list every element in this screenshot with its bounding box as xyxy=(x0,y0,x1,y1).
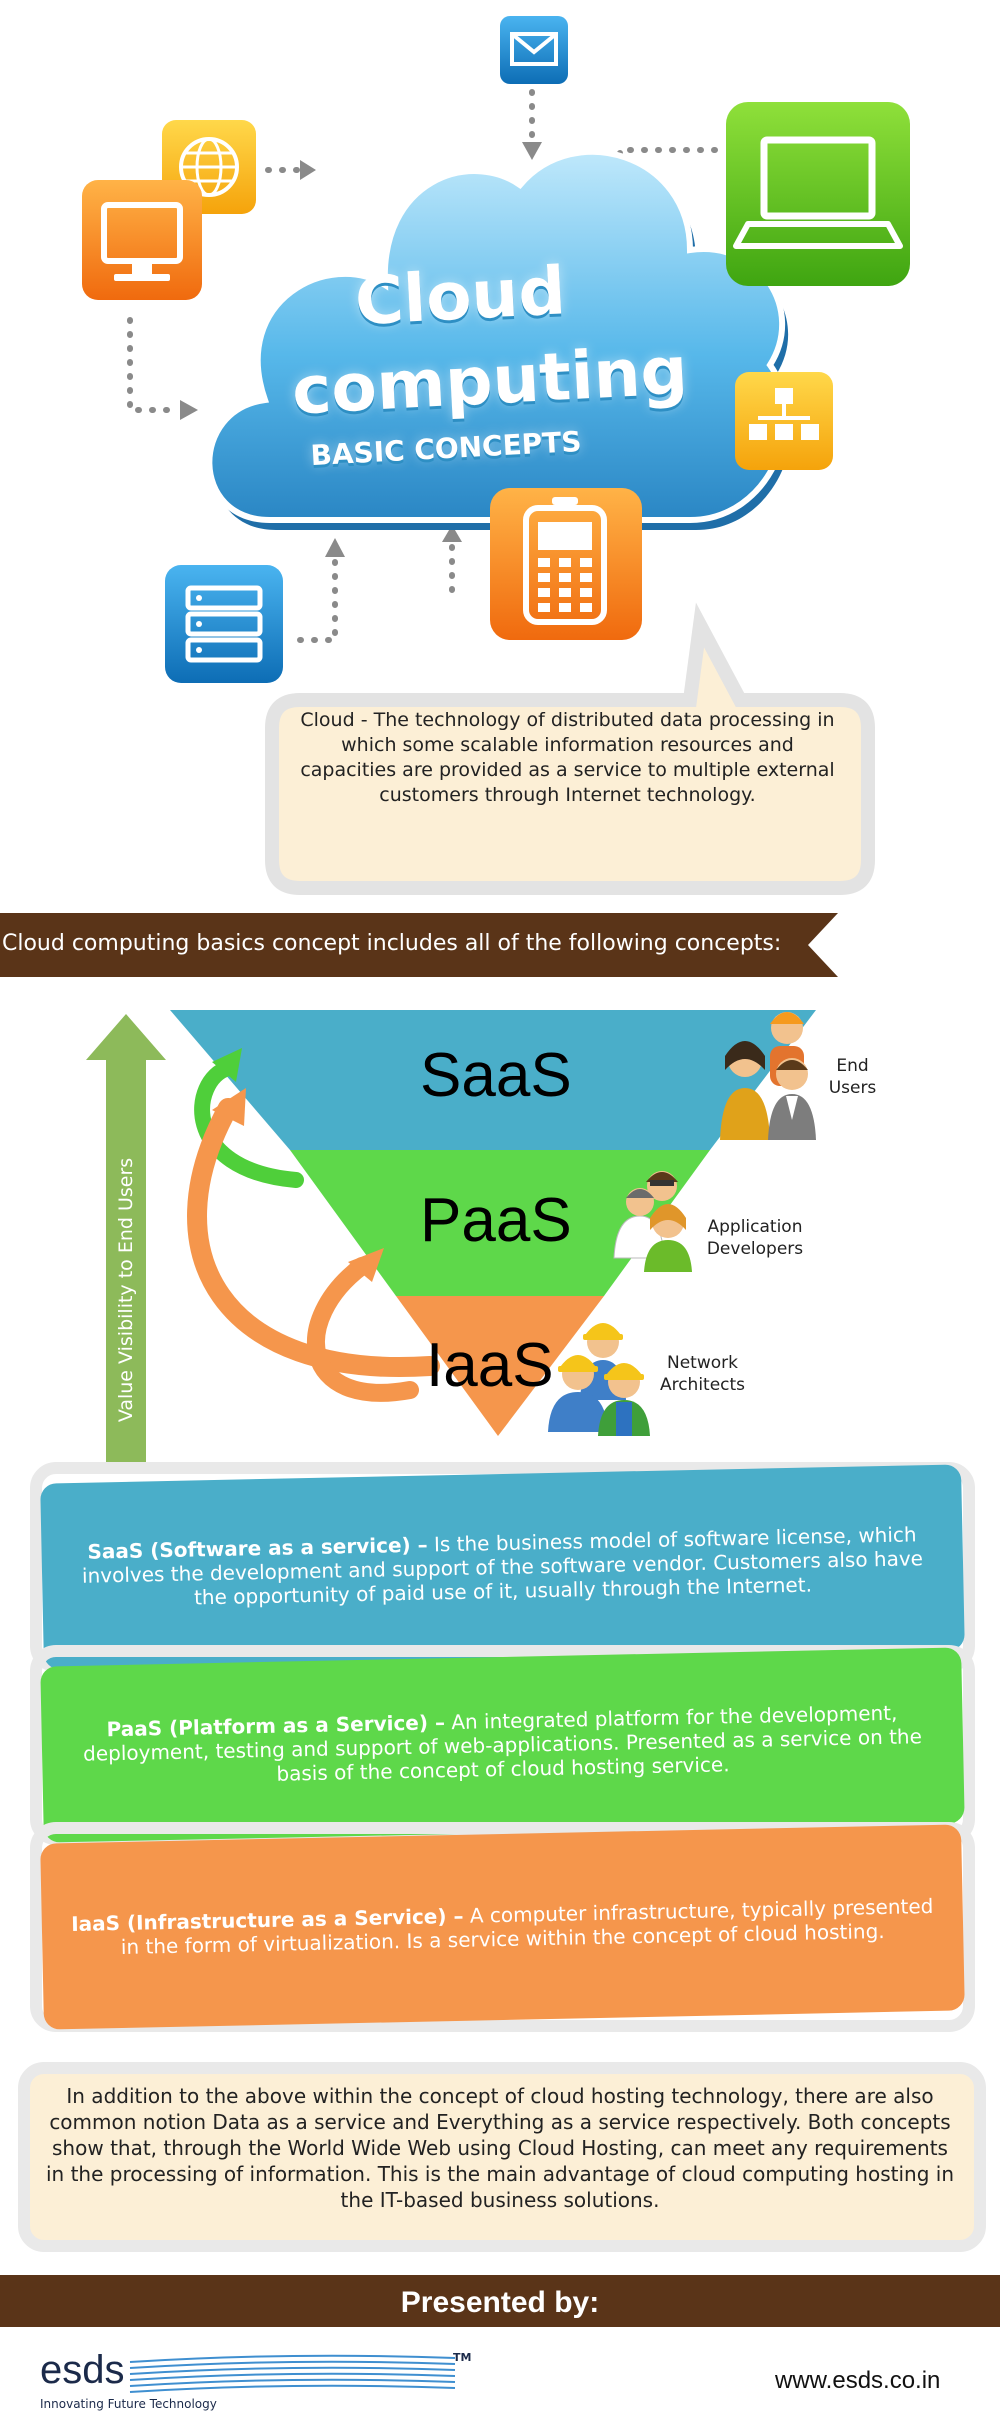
iaas-definition-panel: IaaS (Infrastructure as a Service) – A c… xyxy=(40,1824,965,2030)
presented-by-text: Presented by: xyxy=(400,2286,600,2319)
value-visibility-arrow xyxy=(86,1014,166,1470)
saas-definition-panel: SaaS (Software as a service) – Is the bu… xyxy=(40,1464,965,1670)
end-users-label: End Users xyxy=(820,1055,885,1099)
presented-by-bar xyxy=(0,2275,1000,2327)
network-architects-label: Network Architects xyxy=(655,1352,750,1396)
server-icon xyxy=(165,565,283,683)
application-developers-icon xyxy=(613,1171,692,1272)
service-pyramid xyxy=(86,1010,816,1470)
saas-tier-label: SaaS xyxy=(420,1041,572,1110)
iaas-definition-text: IaaS (Infrastructure as a Service) – A c… xyxy=(70,1894,936,1960)
application-developers-label-line2: Developers xyxy=(706,1239,804,1259)
application-developers-label-line1: Application xyxy=(707,1217,803,1237)
trademark-mark: TM xyxy=(453,2351,472,2364)
header-illustration xyxy=(82,16,910,895)
curved-arrows xyxy=(187,1060,440,1402)
paas-tier xyxy=(290,1150,710,1296)
paas-definition-text: PaaS (Platform as a Service) – An integr… xyxy=(69,1700,935,1790)
saas-definition-body: Is the business model of software licens… xyxy=(81,1522,924,1610)
saas-definition-text: SaaS (Software as a service) – Is the bu… xyxy=(69,1522,935,1612)
paas-definition-card: PaaS (Platform as a Service) – An integr… xyxy=(30,1645,975,1845)
phone-icon xyxy=(490,488,642,640)
paas-tier-label: PaaS xyxy=(420,1186,572,1255)
esds-logo-text: esds xyxy=(40,2348,125,2392)
ribbon-text: Cloud computing basics concept includes … xyxy=(2,931,782,956)
website-link[interactable]: www.esds.co.in xyxy=(775,2367,941,2394)
saas-definition-card: SaaS (Software as a service) – Is the bu… xyxy=(30,1462,975,1672)
application-developers-label: Application Developers xyxy=(700,1216,810,1260)
network-architects-label-line1: Network xyxy=(667,1353,738,1373)
iaas-tier-label: IaaS xyxy=(426,1331,554,1400)
paas-definition-body: An integrated platform for the developme… xyxy=(82,1700,923,1786)
esds-logo-swoosh xyxy=(129,2354,456,2393)
end-users-label-line1: End xyxy=(836,1056,869,1076)
monitor-icon xyxy=(82,180,202,300)
additional-notes-text: In addition to the above within the conc… xyxy=(46,2084,954,2212)
cloud-shape xyxy=(206,148,792,530)
paas-definition-panel: PaaS (Platform as a Service) – An integr… xyxy=(40,1647,965,1843)
additional-notes-box xyxy=(18,2062,986,2252)
concepts-ribbon xyxy=(0,913,838,977)
cloud-definition-text: Cloud - The technology of distributed da… xyxy=(300,709,835,806)
value-visibility-label: Value Visibility to End Users xyxy=(115,1157,137,1423)
cloud-title-line1: Cloud xyxy=(353,252,568,341)
network-architects-label-line2: Architects xyxy=(659,1375,746,1395)
laptop-icon xyxy=(726,102,910,286)
end-users-label-line2: Users xyxy=(828,1078,877,1098)
esds-tagline: Innovating Future Technology xyxy=(40,2397,217,2411)
network-architects-icon xyxy=(548,1323,650,1436)
network-icon xyxy=(735,372,833,470)
saas-tier xyxy=(170,1010,816,1150)
definition-speech-bubble xyxy=(265,602,875,895)
iaas-tier xyxy=(396,1296,604,1436)
end-users-icon xyxy=(720,1012,816,1140)
mail-icon xyxy=(500,16,568,84)
iaas-definition-card: IaaS (Infrastructure as a Service) – A c… xyxy=(30,1822,975,2032)
